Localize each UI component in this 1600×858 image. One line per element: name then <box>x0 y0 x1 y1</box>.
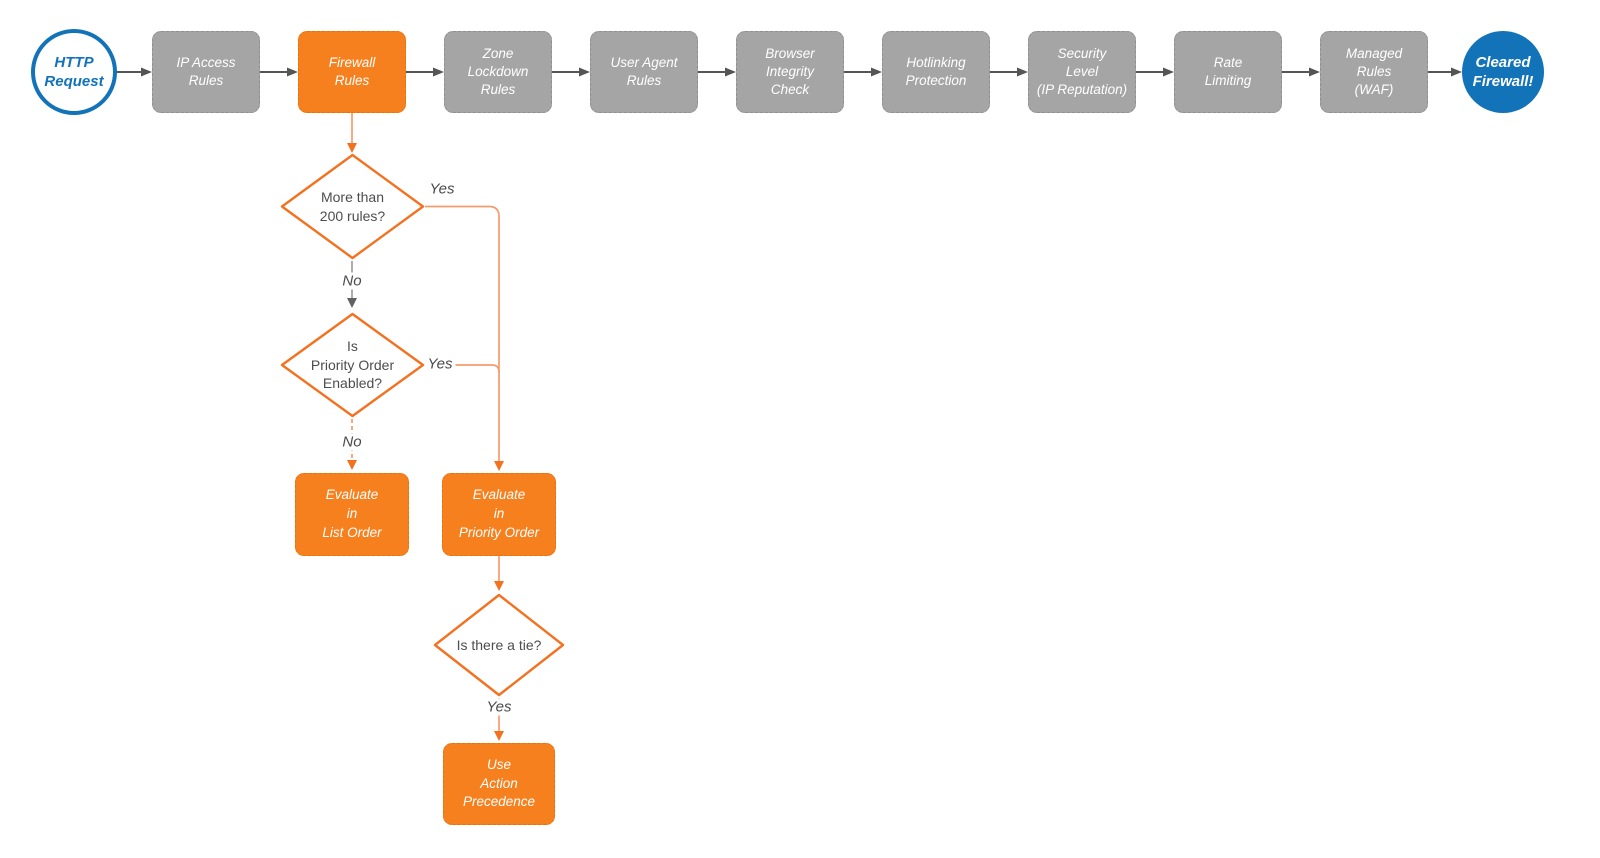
connector-start-to-ip-access <box>116 67 152 77</box>
node-http-request: HTTP Request <box>31 29 117 115</box>
label-decision2-no: No <box>339 433 365 451</box>
connector-zone-lockdown-to-user-agent <box>552 67 590 77</box>
label-decision2-yes: Yes <box>424 355 456 373</box>
decision-diamond-shape <box>280 312 425 418</box>
label-decision3-yes: Yes <box>483 698 515 716</box>
node-firewall-rules: Firewall Rules <box>298 31 406 113</box>
connector-managed-rules-to-cleared <box>1428 67 1462 77</box>
node-cleared-firewall: Cleared Firewall! <box>1462 31 1544 113</box>
decision-priority-order-enabled: Is Priority Order Enabled? <box>280 312 425 418</box>
connector-decision1-yes-to-priority <box>425 205 504 471</box>
node-hotlinking-protection: Hotlinking Protection <box>882 31 990 113</box>
connector-security-level-to-rate-limiting <box>1136 67 1174 77</box>
node-evaluate-in-priority-order: Evaluate in Priority Order <box>442 473 556 556</box>
decision-is-there-a-tie: Is there a tie? <box>433 593 565 697</box>
connector-priority-to-decision3 <box>494 556 504 591</box>
connector-browser-integrity-to-hotlinking <box>844 67 882 77</box>
node-managed-rules-waf: Managed Rules (WAF) <box>1320 31 1428 113</box>
node-evaluate-in-list-order: Evaluate in List Order <box>295 473 409 556</box>
node-ip-access-rules: IP Access Rules <box>152 31 260 113</box>
node-browser-integrity-check: Browser Integrity Check <box>736 31 844 113</box>
node-use-action-precedence: Use Action Precedence <box>443 743 555 825</box>
connector-hotlinking-to-security-level <box>990 67 1028 77</box>
connector-firewall-to-decision1 <box>347 113 357 153</box>
decision-label: More than 200 rules? <box>319 188 386 224</box>
decision-label: Is Priority Order Enabled? <box>310 337 395 392</box>
label-decision1-yes: Yes <box>426 180 458 198</box>
decision-label: Is there a tie? <box>456 636 542 653</box>
node-zone-lockdown-rules: Zone Lockdown Rules <box>444 31 552 113</box>
connector-user-agent-to-browser-integrity <box>698 67 736 77</box>
connector-firewall-to-zone-lockdown <box>406 67 444 77</box>
connector-decision2-yes-join <box>425 364 500 373</box>
label-decision1-no: No <box>339 272 365 290</box>
node-rate-limiting: Rate Limiting <box>1174 31 1282 113</box>
node-user-agent-rules: User Agent Rules <box>590 31 698 113</box>
decision-diamond-shape <box>433 593 565 697</box>
connector-decision2-no-to-list-order <box>347 419 357 470</box>
decision-more-than-200-rules: More than 200 rules? <box>280 153 425 260</box>
connector-ip-access-to-firewall <box>260 67 298 77</box>
connector-rate-limiting-to-managed-rules <box>1282 67 1320 77</box>
decision-diamond-shape <box>280 153 425 260</box>
node-security-level: Security Level (IP Reputation) <box>1028 31 1136 113</box>
